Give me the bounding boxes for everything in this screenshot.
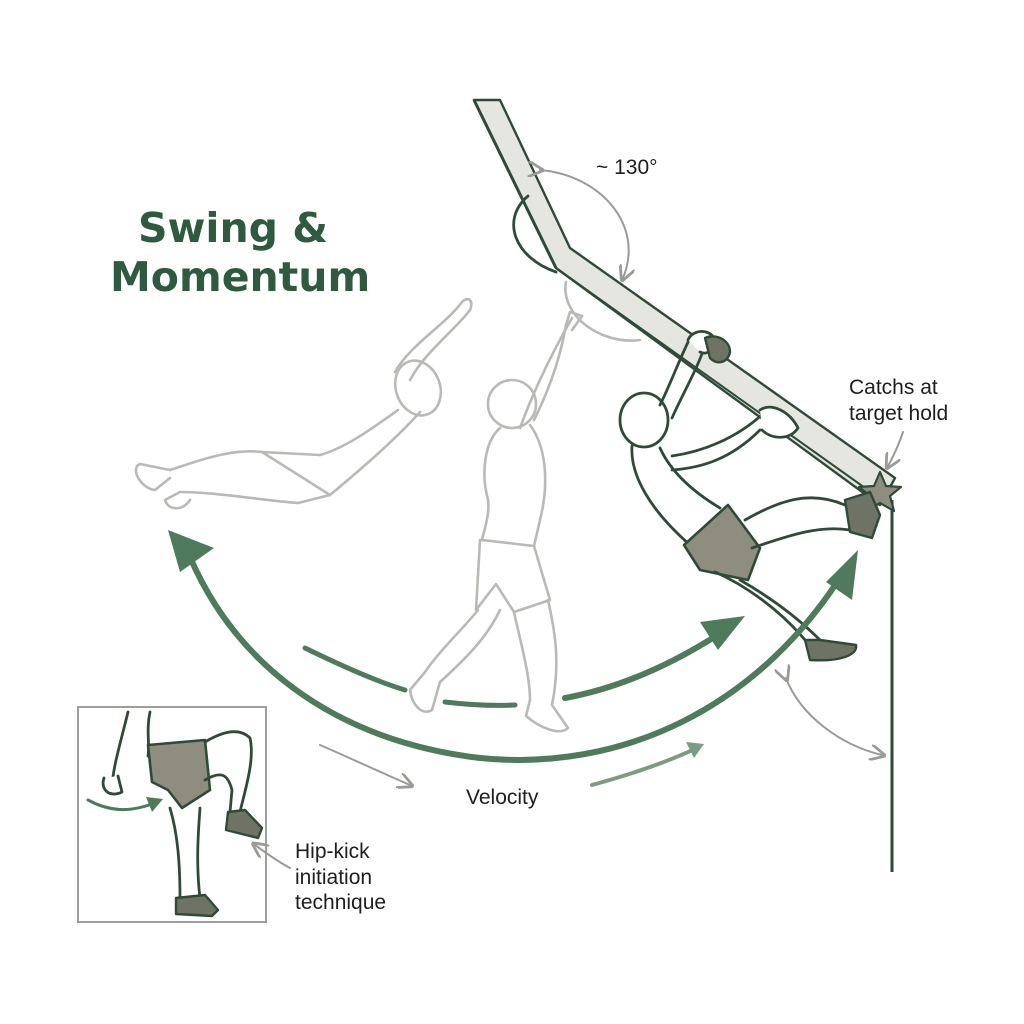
- inset-pointer-arrow: [255, 845, 291, 869]
- curved-arrow-icon: [86, 798, 154, 812]
- angle-annotation: ~ 130°: [512, 156, 658, 342]
- catch-annotation: Catchs at target hold: [849, 376, 948, 466]
- catch-label-line2: target hold: [849, 402, 948, 425]
- velocity-label: Velocity: [466, 786, 539, 809]
- velocity-arrow-right: [590, 746, 699, 787]
- inset-label-line2: initiation: [295, 866, 372, 889]
- velocity-arrow-right-head: [686, 742, 704, 758]
- momentum-arrow-right-segment: [562, 633, 719, 701]
- swing-arc-arrow: [182, 542, 851, 763]
- climber-ghost-1: [134, 297, 473, 510]
- velocity-arrow-left: [319, 744, 410, 785]
- momentum-arrowhead: [700, 616, 745, 650]
- momentum-arrow-left-segment: [302, 645, 408, 693]
- momentum-arrow-mid-segment: [442, 699, 518, 708]
- hip-kick-inset: [77, 706, 267, 923]
- angle-label: ~ 130°: [596, 156, 658, 179]
- overhang-wall: [472, 98, 897, 872]
- swing-arc-left-arrowhead: [168, 530, 214, 572]
- inset-label-line1: Hip-kick: [295, 840, 370, 863]
- title-line-1: Swing &: [138, 204, 328, 252]
- leg-wall-arrow: [786, 678, 882, 755]
- climber-main: [618, 330, 882, 662]
- catch-label-line1: Catchs at: [849, 376, 938, 399]
- swing-arc-right-arrowhead: [826, 550, 858, 600]
- climber-ghost-2: [408, 310, 584, 733]
- title-line-2: Momentum: [110, 253, 370, 301]
- inset-label-line3: technique: [295, 891, 386, 914]
